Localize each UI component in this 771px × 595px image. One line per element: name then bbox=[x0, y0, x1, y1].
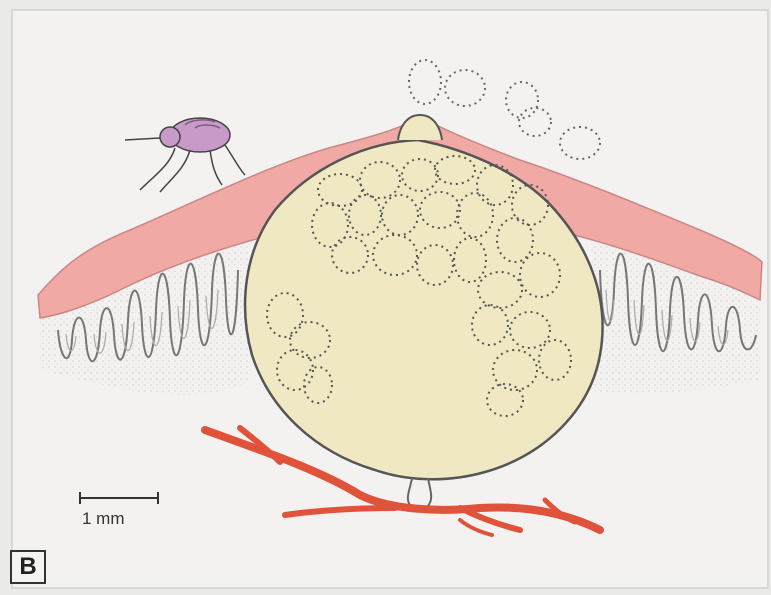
scale-bar-label: 1 mm bbox=[82, 509, 125, 529]
panel-label: B bbox=[10, 550, 46, 584]
